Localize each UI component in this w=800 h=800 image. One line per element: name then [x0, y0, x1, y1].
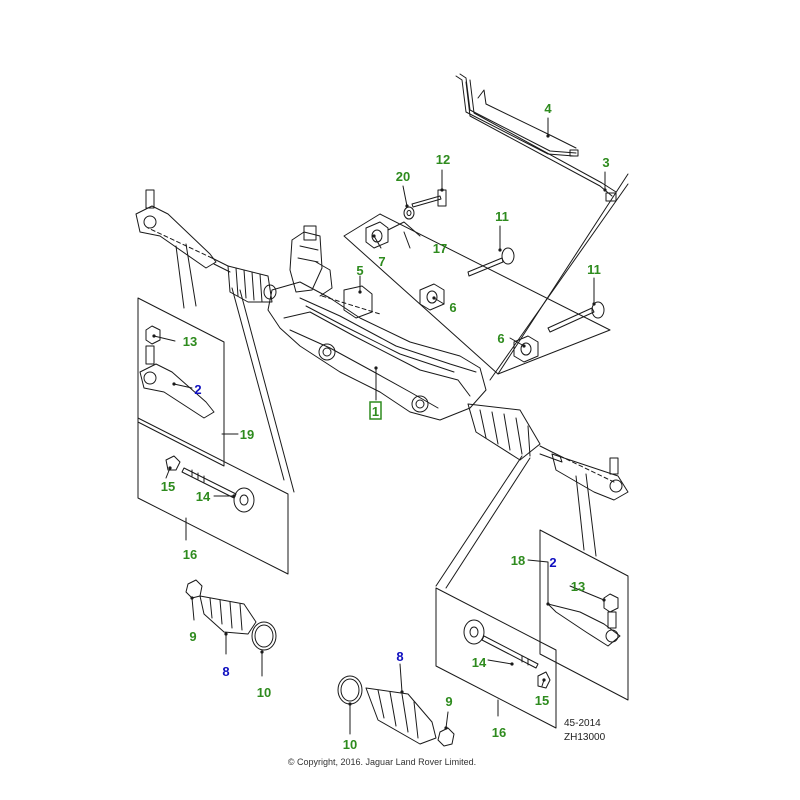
callout-8-left[interactable]: 8 — [222, 664, 229, 679]
callout-17[interactable]: 17 — [433, 241, 447, 256]
callout-9-right[interactable]: 9 — [445, 694, 452, 709]
callout-13-right[interactable]: 13 — [571, 579, 585, 594]
callout-18[interactable]: 18 — [511, 553, 525, 568]
tie-rod-end-right — [551, 453, 629, 501]
callout-3[interactable]: 3 — [602, 155, 609, 170]
rack-bellow-left — [211, 257, 273, 303]
bellow-kit-right — [337, 675, 455, 747]
copyright-notice: © Copyright, 2016. Jaguar Land Rover Lim… — [288, 757, 476, 767]
panel-18-outline — [539, 529, 629, 701]
callout-11-lower[interactable]: 11 — [587, 262, 601, 277]
callout-leaders — [153, 117, 606, 735]
callout-1[interactable]: 1 — [372, 404, 379, 419]
panel-16-right-outline — [435, 587, 557, 729]
bolt-11-lower — [547, 301, 605, 333]
tie-rod-end-detail-left — [139, 325, 215, 419]
bellow-kit-left — [185, 579, 277, 651]
callout-15-left[interactable]: 15 — [161, 479, 175, 494]
bracket-group-outline-17 — [343, 213, 611, 375]
callout-10-right[interactable]: 10 — [343, 737, 357, 752]
fluid-pipe-assembly — [455, 73, 617, 202]
leader-dots — [152, 134, 607, 730]
callout-9-left[interactable]: 9 — [189, 629, 196, 644]
callout-2-right[interactable]: 2 — [549, 555, 556, 570]
callout-15-right[interactable]: 15 — [535, 693, 549, 708]
drawing-code: ZH13000 — [564, 732, 606, 743]
callout-12[interactable]: 12 — [436, 152, 450, 167]
centre-lines — [147, 227, 615, 483]
bolt-11-upper — [467, 247, 515, 277]
callout-13-left[interactable]: 13 — [183, 334, 197, 349]
callout-14-left[interactable]: 14 — [196, 489, 211, 504]
rack-bellow-right — [467, 403, 563, 463]
callout-2-left[interactable]: 2 — [194, 382, 201, 397]
steering-rack-housing — [263, 225, 487, 421]
washer-20 — [403, 206, 415, 220]
panel-19-outline — [137, 297, 225, 467]
drawing-date: 45-2014 — [564, 718, 601, 729]
callout-11-upper[interactable]: 11 — [495, 209, 509, 224]
panel-leader-lines — [175, 173, 629, 589]
panel-16-left-outline — [137, 417, 289, 575]
callout-10-left[interactable]: 10 — [257, 685, 271, 700]
bolt-12 — [411, 189, 447, 208]
callout-4[interactable]: 4 — [544, 101, 552, 116]
mounting-bush-6-lower — [513, 335, 539, 363]
main-part-highlight-box — [369, 401, 382, 420]
callout-14-right[interactable]: 14 — [472, 655, 487, 670]
callout-8-right[interactable]: 8 — [396, 649, 403, 664]
callout-7[interactable]: 7 — [378, 254, 385, 269]
callout-6-upper[interactable]: 6 — [449, 300, 456, 315]
callout-6-lower[interactable]: 6 — [497, 331, 504, 346]
tie-rod-end-detail-right — [547, 593, 621, 647]
callout-5[interactable]: 5 — [356, 263, 363, 278]
callout-16-left[interactable]: 16 — [183, 547, 197, 562]
callout-19[interactable]: 19 — [240, 427, 254, 442]
mounting-bush-7 — [365, 221, 389, 249]
callout-20[interactable]: 20 — [396, 169, 410, 184]
inner-tie-rod-left — [165, 455, 255, 513]
inner-tie-rod-right — [463, 619, 551, 689]
mounting-bush-6-upper — [419, 283, 445, 311]
callout-16-right[interactable]: 16 — [492, 725, 506, 740]
tie-rod-end-left — [135, 189, 217, 269]
